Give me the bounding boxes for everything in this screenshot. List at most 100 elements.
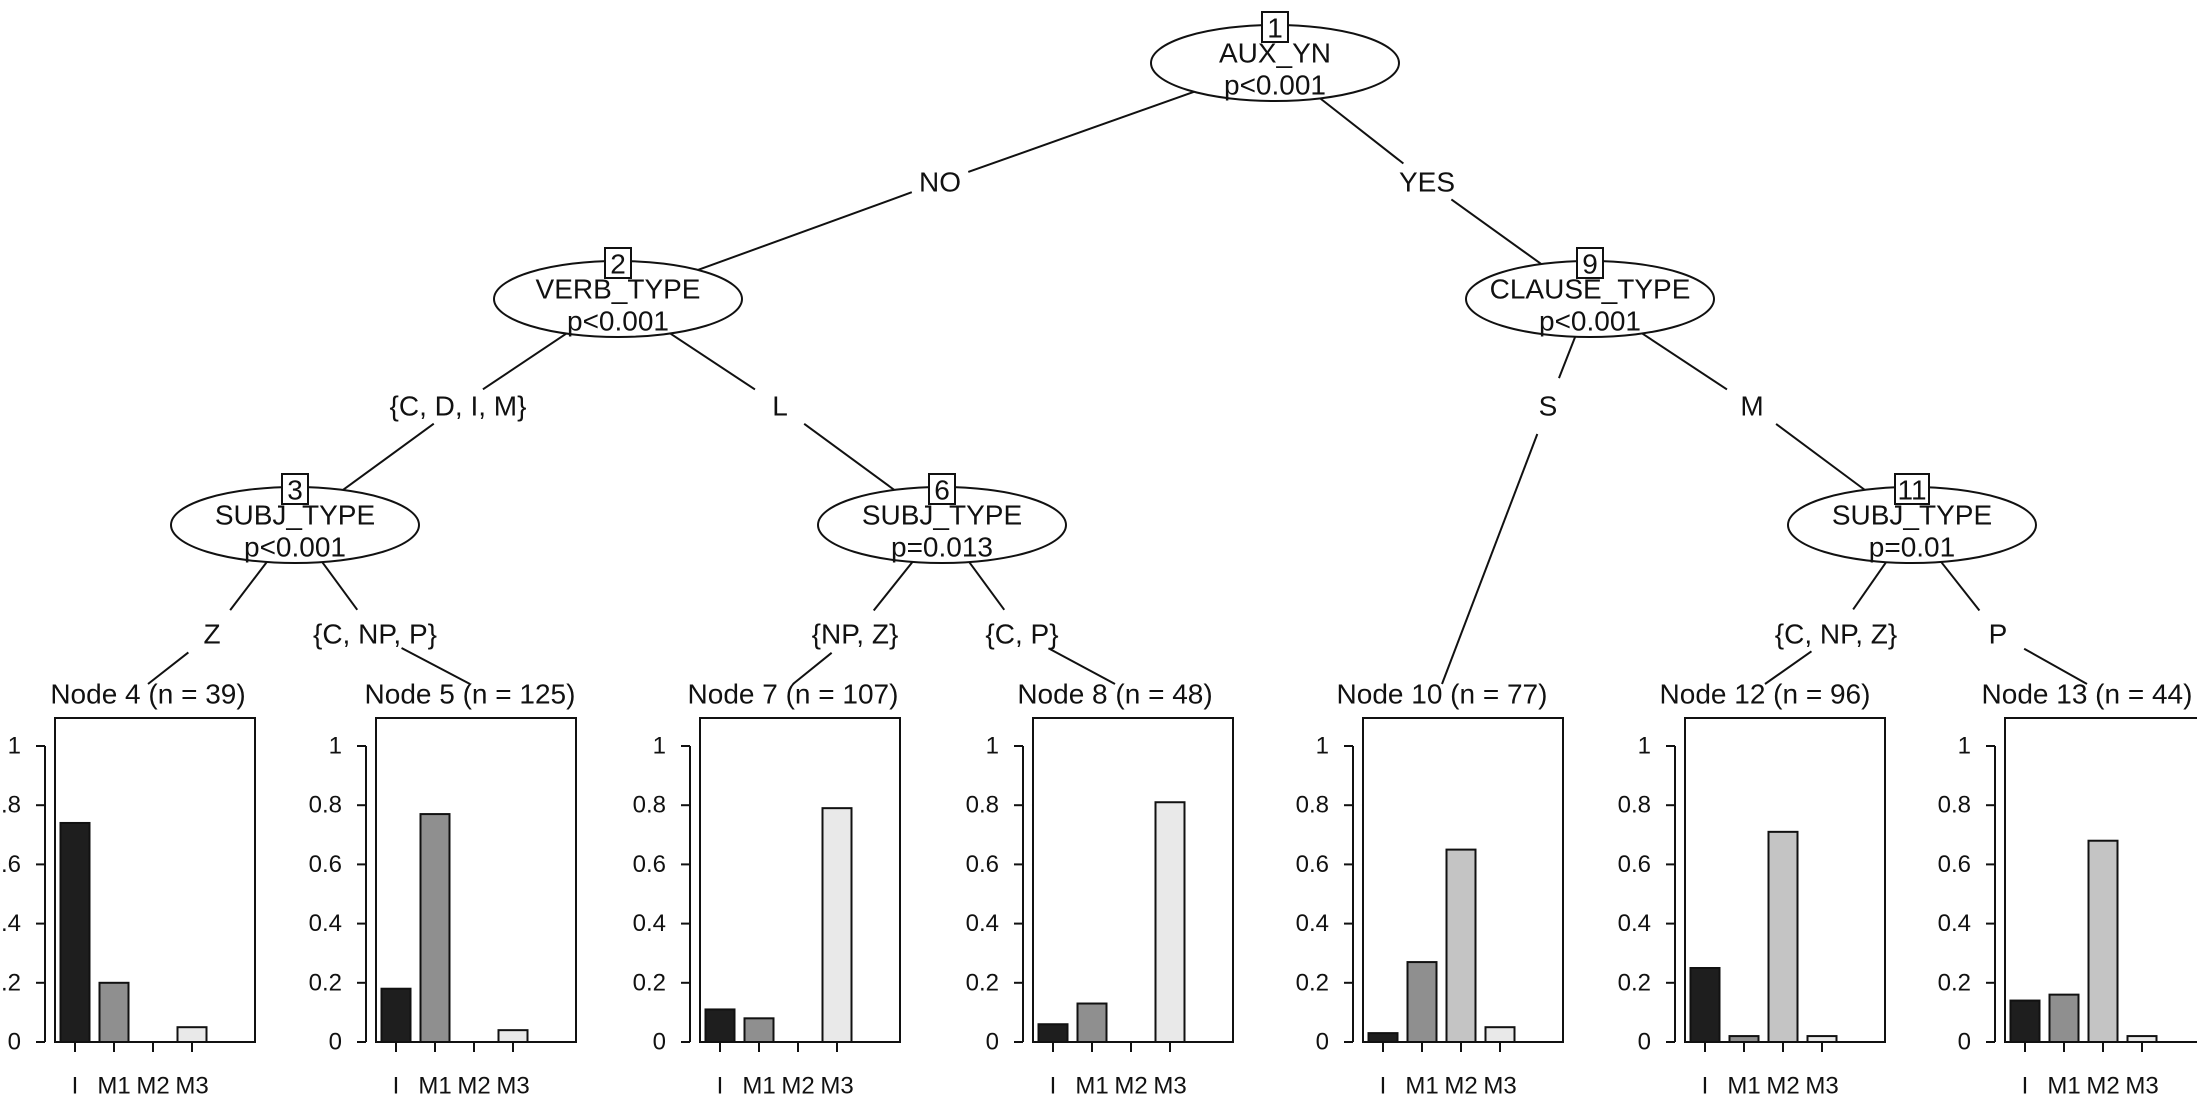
x-tick-label: M3	[820, 1073, 853, 1100]
node-id: 1	[1267, 13, 1283, 44]
y-tick-label: 0.2	[1938, 969, 1971, 996]
y-tick-label: 1	[1316, 733, 1329, 760]
y-tick-label: 0.4	[633, 910, 666, 937]
node-id-box	[1576, 247, 1604, 279]
node-id-box	[281, 473, 309, 505]
x-tick-label: I	[1050, 1073, 1057, 1100]
y-tick-label: 1	[8, 733, 21, 760]
leaf-title: Node 7 (n = 107)	[688, 679, 899, 710]
edge-label: L	[772, 391, 788, 422]
leaf-title: Node 10 (n = 77)	[1337, 679, 1548, 710]
plot-frame	[54, 717, 256, 1043]
y-tick-label: 0.6	[1618, 851, 1651, 878]
y-tick-label: 0.8	[1938, 792, 1971, 819]
edge-label: NO	[919, 167, 961, 198]
edge-9-10: S	[1441, 336, 1577, 685]
x-tick-label: M1	[1727, 1073, 1760, 1100]
y-tick-label: 0.6	[309, 851, 342, 878]
tree-edges: NO YES {C, D, I, M} L Z {C, NP, P} {NP, Z} {C, …	[147, 90, 2088, 685]
y-tick-label: 0.2	[0, 969, 21, 996]
y-tick-label: 0.6	[966, 851, 999, 878]
edge-line	[1558, 336, 1577, 379]
y-tick-label: 0.4	[309, 910, 342, 937]
node-variable: AUX_YN	[1219, 38, 1331, 69]
bar-M1	[2048, 993, 2080, 1044]
y-tick-label: 0.4	[1618, 910, 1651, 937]
edge-label: Z	[203, 619, 220, 650]
edge-line	[321, 561, 359, 611]
edge-line	[342, 422, 435, 491]
node-p-value: p=0.013	[891, 532, 993, 563]
y-tick-label: 0.6	[1296, 851, 1329, 878]
y-tick-label: 1	[329, 733, 342, 760]
y-tick-label: 0.2	[309, 969, 342, 996]
edge-label: {C, D, I, M}	[390, 391, 527, 422]
x-tick-label: M3	[175, 1073, 208, 1100]
edge-label: {C, P}	[985, 619, 1058, 650]
y-tick-label: 1	[986, 733, 999, 760]
y-tick-label: 0.6	[0, 851, 21, 878]
plot-frame	[1032, 717, 1234, 1043]
bar-I	[1037, 1023, 1069, 1043]
y-tick-label: 0.4	[1938, 910, 1971, 937]
y-tick-label: 0.8	[966, 792, 999, 819]
node-id-box	[604, 247, 632, 279]
x-tick-label: I	[393, 1073, 400, 1100]
y-tick-label: 1	[653, 733, 666, 760]
edge-label: P	[1989, 619, 2008, 650]
edge-line	[669, 332, 756, 391]
edge-line	[1641, 332, 1728, 391]
x-tick-label: I	[72, 1073, 79, 1100]
edge-2-6: L	[669, 332, 895, 491]
x-tick-label: M3	[1483, 1073, 1516, 1100]
x-tick-label: M2	[1114, 1073, 1147, 1100]
edge-label: {C, NP, Z}	[1775, 619, 1897, 650]
x-tick-label: M2	[1444, 1073, 1477, 1100]
bar-M3	[176, 1026, 208, 1043]
y-tick-label: 0	[1958, 1029, 1971, 1056]
y-tick-label: 0	[8, 1029, 21, 1056]
y-tick-label: 0.6	[1938, 851, 1971, 878]
x-tick-label: M2	[1766, 1073, 1799, 1100]
edge-3-5: {C, NP, P}	[313, 561, 471, 685]
bar-M3	[821, 807, 853, 1043]
x-tick-label: M1	[742, 1073, 775, 1100]
node-id-box	[928, 473, 956, 505]
edge-label: YES	[1399, 167, 1455, 198]
edge-line	[697, 191, 913, 271]
y-tick-label: 1	[1638, 733, 1651, 760]
bar-M2	[1767, 830, 1799, 1044]
y-tick-label: 0	[1638, 1029, 1651, 1056]
edge-11-13: P	[1940, 561, 2088, 685]
node-p-value: p<0.001	[1539, 306, 1641, 337]
edge-label: {C, NP, P}	[313, 619, 437, 650]
edge-label: S	[1539, 391, 1558, 422]
edge-line	[1441, 433, 1539, 685]
y-tick-label: 0.8	[1618, 792, 1651, 819]
plot-frame	[375, 717, 577, 1043]
x-tick-label: M1	[97, 1073, 130, 1100]
edge-2-3: {C, D, I, M}	[342, 332, 567, 491]
x-tick-label: M2	[457, 1073, 490, 1100]
edge-line	[1319, 97, 1404, 165]
y-tick-label: 0	[986, 1029, 999, 1056]
edge-line	[482, 332, 567, 391]
edge-line	[968, 561, 1006, 611]
edge-6-7: {NP, Z}	[792, 561, 914, 685]
edge-1-9: YES	[1319, 97, 1542, 265]
bar-I	[59, 821, 91, 1044]
y-tick-label: 0.2	[1296, 969, 1329, 996]
edge-line	[872, 561, 914, 612]
node-p-value: p<0.001	[1224, 70, 1326, 101]
plot-frame	[699, 717, 901, 1043]
bar-M1	[98, 981, 130, 1043]
edge-line	[1450, 198, 1542, 265]
node-id: 6	[934, 475, 950, 506]
y-tick-label: 0	[653, 1029, 666, 1056]
bar-M3	[1806, 1035, 1838, 1043]
